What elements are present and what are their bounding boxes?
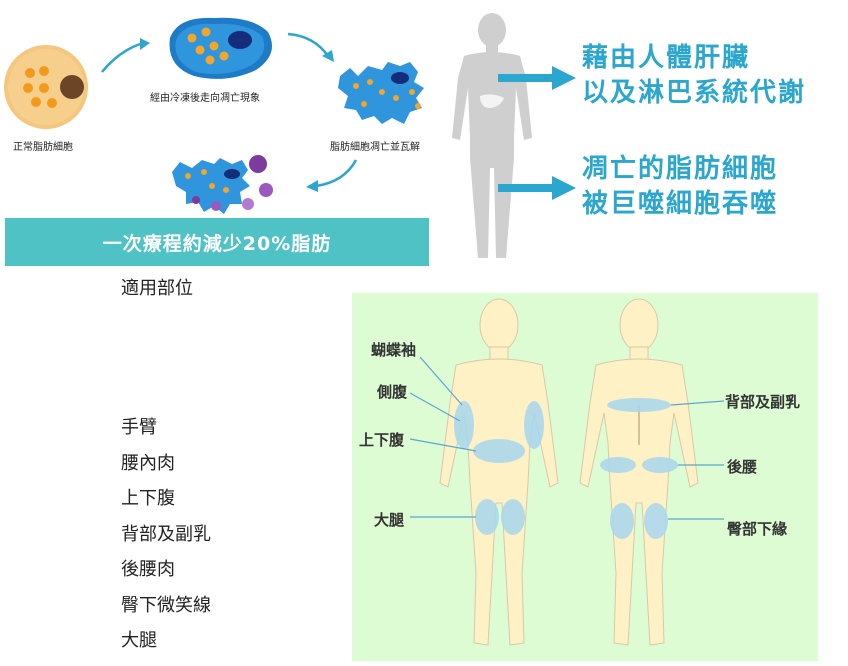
diagram-label-abdomen: 上下腹 [359,431,405,449]
collapse-caption: 脂肪細胞凋亡並瓦解 [330,142,420,153]
arrow-to-liver-icon [498,66,576,90]
diagram-label-under-buttock: 臀部下緣 [727,520,788,538]
list-item: 手臂 [121,417,157,438]
human-silhouette-illustration [452,13,532,258]
treatment-zones [454,398,678,539]
frozen-fat-cell-icon [169,17,272,79]
diagram-label-butterfly-arm: 蝴蝶袖 [371,341,417,359]
list-item: 後腰肉 [121,559,175,580]
front-body-figure [439,298,559,646]
list-item: 腰內肉 [121,452,175,474]
list-item: 背部及副乳 [121,523,211,545]
arrow-3-icon [315,159,358,188]
arrow-to-macrophage-icon [498,176,576,200]
fat-cell-process-illustration [4,17,424,214]
arrow-2-icon [287,32,330,57]
diagram-label-lower-back: 後腰 [727,458,758,476]
collapsing-fat-cell-icon [338,62,424,124]
metabolism-line-3: 凋亡的脂肪細胞 [582,154,779,184]
metabolism-line-4: 被巨噬細胞吞噬 [582,189,779,219]
body-diagram-illustration [409,298,725,646]
applicable-areas-title: 適用部位 [121,278,193,299]
diagram-label-thigh: 大腿 [374,511,405,529]
arrow-1-icon [101,42,141,73]
metabolism-line-1: 藉由人體肝臟 [582,43,751,73]
diagram-label-flank: 側腹 [377,383,408,401]
applicable-areas-list: 手臂 腰內肉 上下腹 背部及副乳 後腰肉 臀下微笑線 大腿 [121,416,211,665]
list-item: 大腿 [121,630,157,651]
normal-fat-cell-icon [4,45,88,129]
list-item: 上下腹 [121,488,175,509]
freeze-caption: 經由冷凍後走向凋亡現象 [150,93,260,104]
metabolism-line-2: 以及淋巴系統代謝 [582,78,807,108]
macrophage-cluster-icon [172,155,273,214]
back-body-figure [579,298,699,646]
list-item: 臀下微笑線 [121,594,211,616]
normal-fat-cell-caption: 正常脂肪細胞 [13,142,73,153]
banner-fat-reduction: 一次療程約減少20%脂肪 [5,218,429,266]
diagram-label-back-bra: 背部及副乳 [725,393,801,411]
